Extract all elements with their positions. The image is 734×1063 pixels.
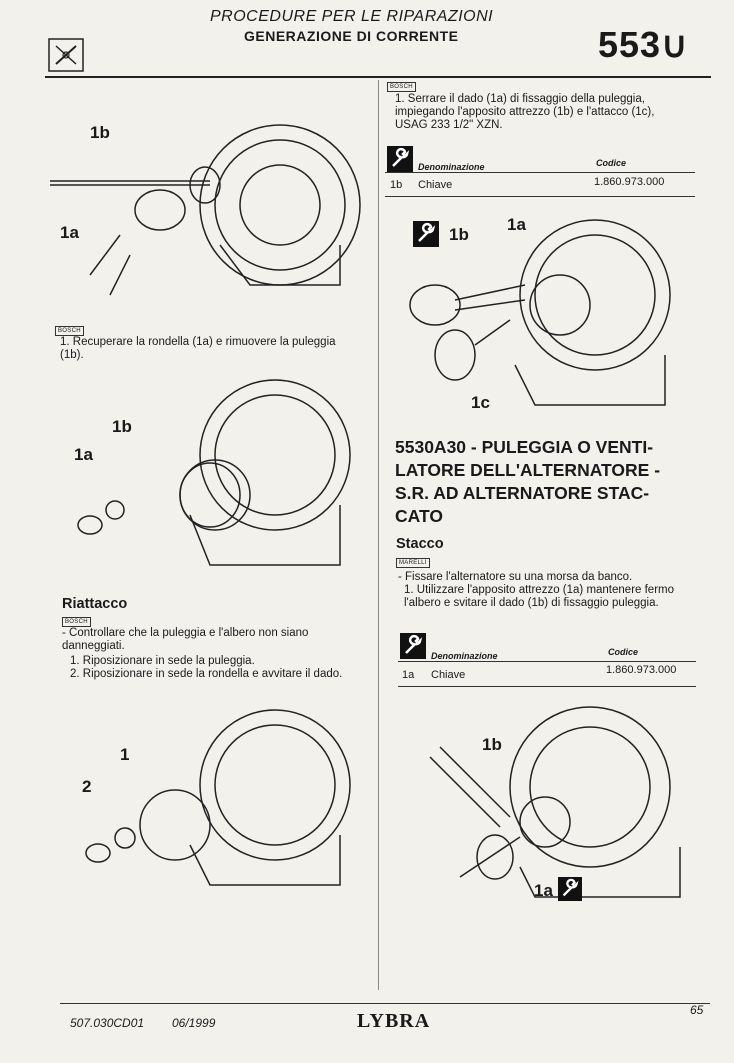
footer-date: 06/1999 bbox=[172, 1016, 216, 1030]
table-rule bbox=[398, 661, 696, 662]
section-riattacco: Riattacco bbox=[62, 596, 128, 612]
table-rule bbox=[385, 172, 695, 173]
label-1b: 1b bbox=[449, 225, 469, 244]
step-text: 1. Recuperare la rondella (1a) e rimuove… bbox=[60, 336, 336, 361]
table-header-code: Codice bbox=[596, 158, 627, 168]
label-1: 1 bbox=[120, 745, 130, 764]
label-1b: 1b bbox=[482, 735, 502, 754]
table-cell-name: Chiave bbox=[418, 179, 453, 191]
footer-rule bbox=[60, 1003, 710, 1004]
brand-logo: LYBRA bbox=[357, 1010, 431, 1032]
footer-doc-code: 507.030CD01 bbox=[70, 1016, 145, 1030]
table-header-name: Denominazione bbox=[418, 162, 485, 172]
page-number: 65 bbox=[690, 1003, 704, 1017]
label-2: 2 bbox=[82, 777, 92, 796]
step-text: 1. Serrare il dado (1a) di fissaggio del… bbox=[395, 93, 655, 131]
tools-icon bbox=[48, 38, 84, 72]
header-title: PROCEDURE PER LE RIPARAZIONI bbox=[210, 8, 494, 25]
wrench-icon bbox=[387, 146, 413, 172]
table-cell-code: 1.860.973.000 bbox=[594, 176, 665, 188]
label-1a: 1a bbox=[507, 215, 526, 234]
table-header-code: Codice bbox=[608, 647, 639, 657]
wrench-icon bbox=[558, 877, 582, 901]
stacco-item: 1. Utilizzare l'apposito attrezzo (1a) m… bbox=[404, 584, 675, 609]
figure-pulley-refit: 1 2 bbox=[60, 695, 370, 895]
label-1b: 1b bbox=[112, 417, 132, 436]
brand-badge: MARELLI bbox=[396, 558, 430, 568]
riattacco-item: 2. Riposizionare in sede la rondella e a… bbox=[70, 668, 343, 680]
table-rule bbox=[385, 196, 695, 197]
figure-pulley-removal: 1b 1a bbox=[50, 85, 370, 315]
stacco-item: - Fissare l'alternatore su una morsa da … bbox=[398, 571, 633, 583]
label-1a: 1a bbox=[534, 881, 553, 900]
header-rule bbox=[45, 76, 711, 78]
table-cell-code: 1.860.973.000 bbox=[606, 664, 677, 676]
label-1a: 1a bbox=[74, 445, 93, 464]
label-1c: 1c bbox=[471, 393, 490, 412]
section-title: 5530A30 - PULEGGIA O VENTI-LATORE DELL'A… bbox=[395, 437, 661, 526]
figure-pulley-washer: 1b 1a bbox=[60, 365, 370, 575]
table-rule bbox=[398, 686, 696, 687]
wrench-icon bbox=[413, 221, 439, 247]
wrench-icon bbox=[400, 633, 426, 659]
figure-pulley-tighten: 1b 1a 1c bbox=[395, 205, 695, 425]
column-divider bbox=[378, 80, 379, 990]
table-header-name: Denominazione bbox=[431, 651, 498, 661]
label-1b: 1b bbox=[90, 123, 110, 142]
figure-pulley-loosen: 1b 1a bbox=[400, 697, 700, 907]
riattacco-item: - Controllare che la puleggia e l'albero… bbox=[62, 627, 309, 652]
brand-badge: BOSCH bbox=[387, 82, 416, 92]
brand-badge: BOSCH bbox=[55, 326, 84, 336]
table-cell-ref: 1b bbox=[390, 179, 403, 191]
table-cell-ref: 1a bbox=[402, 669, 415, 681]
table-cell-name: Chiave bbox=[431, 669, 466, 681]
section-code: 553∪ bbox=[598, 24, 689, 65]
riattacco-item: 1. Riposizionare in sede la puleggia. bbox=[70, 655, 255, 667]
header-subtitle: GENERAZIONE DI CORRENTE bbox=[244, 28, 459, 44]
brand-badge: BOSCH bbox=[62, 617, 91, 627]
label-1a: 1a bbox=[60, 223, 79, 242]
section-stacco: Stacco bbox=[396, 536, 444, 552]
